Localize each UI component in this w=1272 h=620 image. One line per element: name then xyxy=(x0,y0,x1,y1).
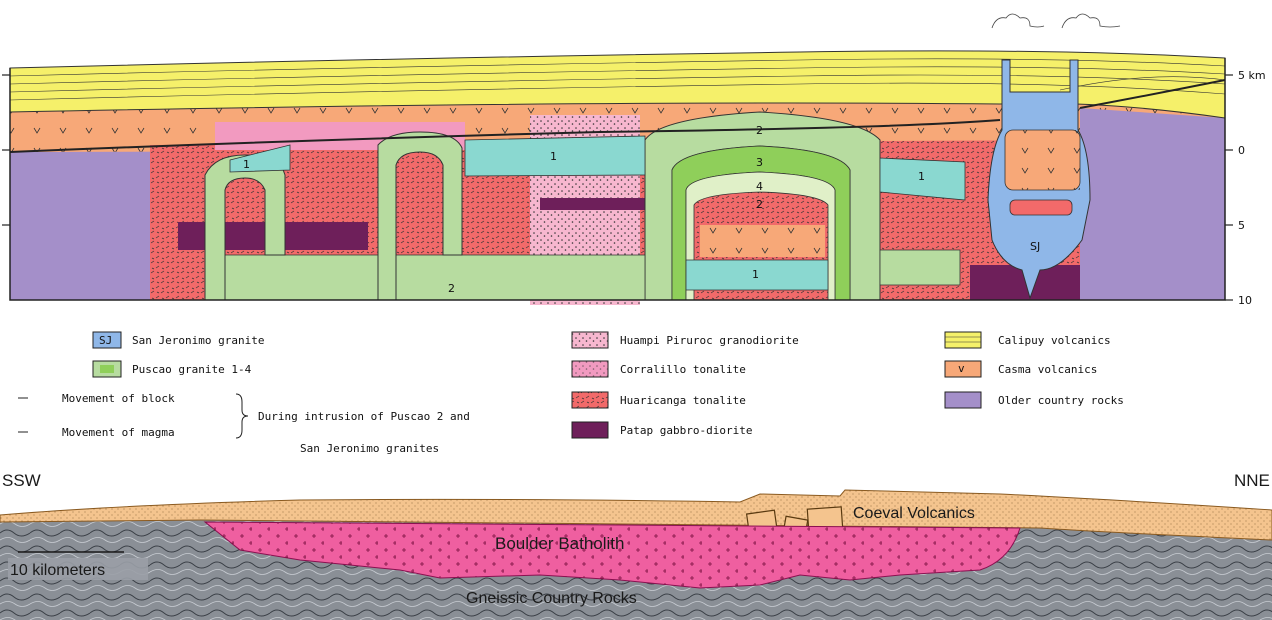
legend-calipuy: Calipuy volcanics xyxy=(998,334,1111,347)
scale-label-5km: 5 km xyxy=(1238,69,1266,82)
older-country-rocks-right xyxy=(1080,100,1225,300)
legend-movement-block: Movement of block xyxy=(62,392,175,405)
legend-san-jeronimo: San Jeronimo granite xyxy=(132,334,264,347)
legend-puscao: Puscao granite 1-4 xyxy=(132,363,252,376)
lower-cross-section: SSW NNE Coeval Volcanics Boulder Batholi… xyxy=(0,471,1272,620)
granite-number: 2 xyxy=(756,124,763,137)
sj-label: SJ xyxy=(1030,240,1040,253)
legend-during-1: During intrusion of Puscao 2 and xyxy=(258,410,470,423)
legend-swatch-patap xyxy=(572,422,608,438)
scale-label-5: 5 xyxy=(1238,219,1245,232)
granite-number: 1 xyxy=(243,158,250,171)
granite-number: 1 xyxy=(918,170,925,183)
granite-number: 1 xyxy=(550,150,557,163)
brace xyxy=(236,394,248,438)
legend-huaricanga: Huaricanga tonalite xyxy=(620,394,746,407)
puscao-granite-2-band xyxy=(205,255,645,300)
granite-number: 3 xyxy=(756,156,763,169)
direction-nne: NNE xyxy=(1234,471,1270,490)
label-boulder-batholith: Boulder Batholith xyxy=(495,534,624,553)
legend-patap: Patap gabbro-diorite xyxy=(620,424,752,437)
legend-older: Older country rocks xyxy=(998,394,1124,407)
label-gneissic-country-rocks: Gneissic Country Rocks xyxy=(466,590,637,607)
scale-bar-label: 10 kilometers xyxy=(10,562,105,579)
direction-ssw: SSW xyxy=(2,471,41,490)
granite-number: 2 xyxy=(448,282,455,295)
legend-swatch-older xyxy=(945,392,981,408)
legend-corralillo: Corralillo tonalite xyxy=(620,363,746,376)
older-country-rocks-left xyxy=(10,140,150,300)
legend-casma-v: v xyxy=(958,362,965,375)
patap-gabbro-diorite-mid xyxy=(540,198,650,210)
granite-number: 2 xyxy=(756,198,763,211)
legend-casma: Casma volcanics xyxy=(998,363,1097,376)
scale-label-0: 0 xyxy=(1238,144,1245,157)
granite-number: 4 xyxy=(756,180,763,193)
legend-during-2: San Jeronimo granites xyxy=(300,442,439,455)
arrow-icon xyxy=(18,398,28,432)
granite-number: 1 xyxy=(752,268,759,281)
label-coeval-volcanics: Coeval Volcanics xyxy=(853,505,975,522)
legend-movement-magma: Movement of magma xyxy=(62,426,175,439)
upper-cross-section: 5 km 0 5 10 1 1 2 3 4 2 1 1 2 SJ xyxy=(2,14,1266,307)
legend-huampi: Huampi Piruroc granodiorite xyxy=(620,334,799,347)
eruption-clouds xyxy=(992,14,1120,28)
legend: SJ San Jeronimo granite Puscao granite 1… xyxy=(18,332,1124,455)
scale-label-10: 10 xyxy=(1238,294,1252,307)
legend-sj-box: SJ xyxy=(99,334,112,347)
legend-swatch-calipuy xyxy=(945,332,981,348)
